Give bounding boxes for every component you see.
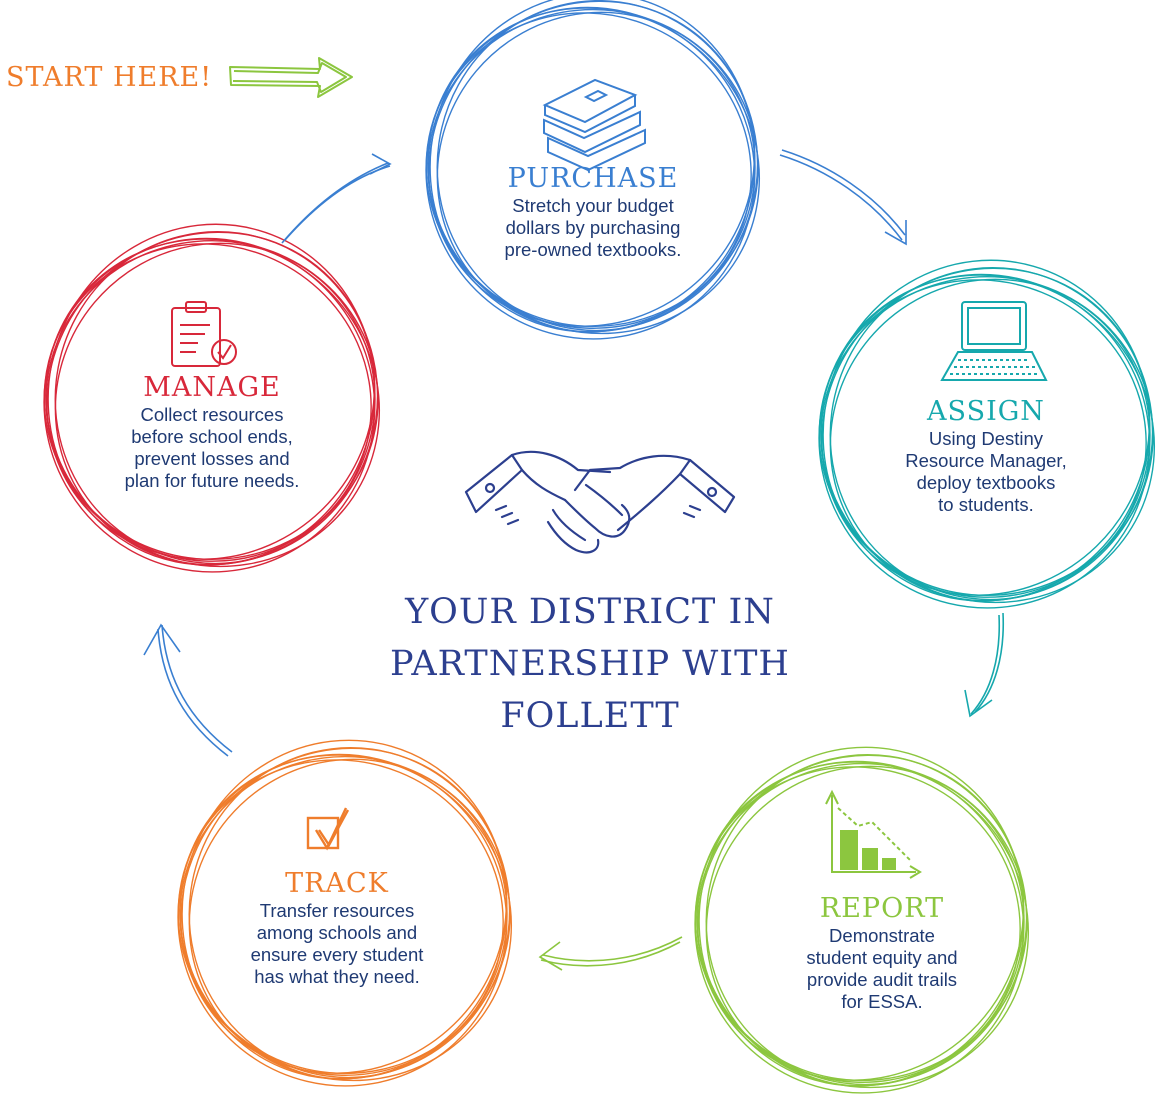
stage-assign-title: ASSIGN: [927, 396, 1045, 427]
ring-stroke: [822, 259, 1151, 602]
stage-assign-line-3: deploy textbooks: [916, 472, 1056, 493]
stage-track-line-2: among schools and: [256, 922, 418, 943]
stage-manage-title: MANAGE: [143, 372, 281, 403]
ring-stroke: [818, 273, 1151, 609]
stage-assign-line-2: Resource Manager,: [905, 450, 1067, 471]
stage-purchase: PURCHASE Stretch your budget dollars by …: [483, 163, 703, 261]
ring-assign: [818, 259, 1156, 609]
stage-report-line-2: student equity and: [806, 947, 958, 968]
stage-track-title: TRACK: [285, 868, 389, 899]
ring-manage: [43, 223, 381, 573]
stage-manage: MANAGE Collect resources before school e…: [87, 372, 337, 492]
ring-report: [694, 746, 1030, 1094]
ring-stroke: [436, 11, 756, 333]
stage-assign-line-1: Using Destiny: [928, 428, 1044, 449]
ring-track: [177, 739, 513, 1087]
stage-track-line-3: ensure every student: [250, 944, 424, 965]
stage-assign: ASSIGN Using Destiny Resource Manager, d…: [866, 396, 1106, 516]
stage-purchase-line-2: dollars by purchasing: [505, 217, 681, 238]
stage-manage-line-4: plan for future needs.: [124, 470, 300, 491]
center-title-line-1: YOUR DISTRICT IN: [405, 592, 775, 632]
ring-stroke: [188, 758, 508, 1080]
ring-stroke: [829, 278, 1151, 602]
bar-chart-icon: [825, 789, 922, 879]
stage-assign-line-4: to students.: [938, 494, 1034, 515]
stage-track-line-1: Transfer resources: [259, 900, 415, 921]
handshake-icon: [464, 450, 736, 554]
arrow-report-to-track: [538, 936, 683, 971]
stage-report: REPORT Demonstrate student equity and pr…: [762, 893, 1002, 1013]
ring-stroke: [177, 753, 508, 1087]
ring-stroke: [425, 6, 756, 340]
stage-purchase-line-1: Stretch your budget: [512, 195, 674, 216]
ring-stroke: [47, 223, 376, 566]
arrow-purchase-to-assign: [779, 149, 907, 246]
stage-report-line-1: Demonstrate: [829, 925, 935, 946]
stage-track: TRACK Transfer resources among schools a…: [212, 868, 462, 988]
stage-manage-line-2: before school ends,: [131, 426, 293, 447]
arrow-track-to-manage: [143, 623, 233, 757]
ring-stroke: [43, 237, 376, 573]
stage-manage-line-1: Collect resources: [140, 404, 284, 425]
ring-purchase: [425, 0, 761, 340]
stage-report-line-3: provide audit trails: [806, 969, 958, 990]
start-arrow: [229, 57, 353, 98]
arrow-manage-to-purchase: [281, 153, 392, 244]
ring-stroke: [705, 765, 1025, 1087]
ring-stroke: [698, 746, 1025, 1087]
stage-purchase-title: PURCHASE: [507, 163, 679, 194]
laptop-icon: [940, 301, 1048, 381]
center-title: YOUR DISTRICT IN PARTNERSHIP WITH FOLLET…: [300, 586, 880, 742]
stage-purchase-line-3: pre-owned textbooks.: [504, 239, 682, 260]
clipboard-icon: [171, 301, 237, 367]
checkbox-icon: [306, 807, 350, 851]
start-here-label: START HERE!: [6, 62, 213, 93]
ring-stroke: [429, 0, 756, 333]
ring-stroke: [694, 760, 1025, 1094]
stage-report-line-4: for ESSA.: [841, 991, 923, 1012]
books-icon: [542, 78, 646, 172]
stage-report-title: REPORT: [819, 893, 945, 924]
stage-track-line-4: has what they need.: [254, 966, 420, 987]
ring-stroke: [54, 242, 376, 566]
ring-stroke: [181, 739, 508, 1080]
arrow-assign-to-report: [964, 612, 1005, 718]
center-title-line-2: PARTNERSHIP WITH FOLLETT: [390, 644, 790, 736]
stage-manage-line-3: prevent losses and: [134, 448, 290, 469]
